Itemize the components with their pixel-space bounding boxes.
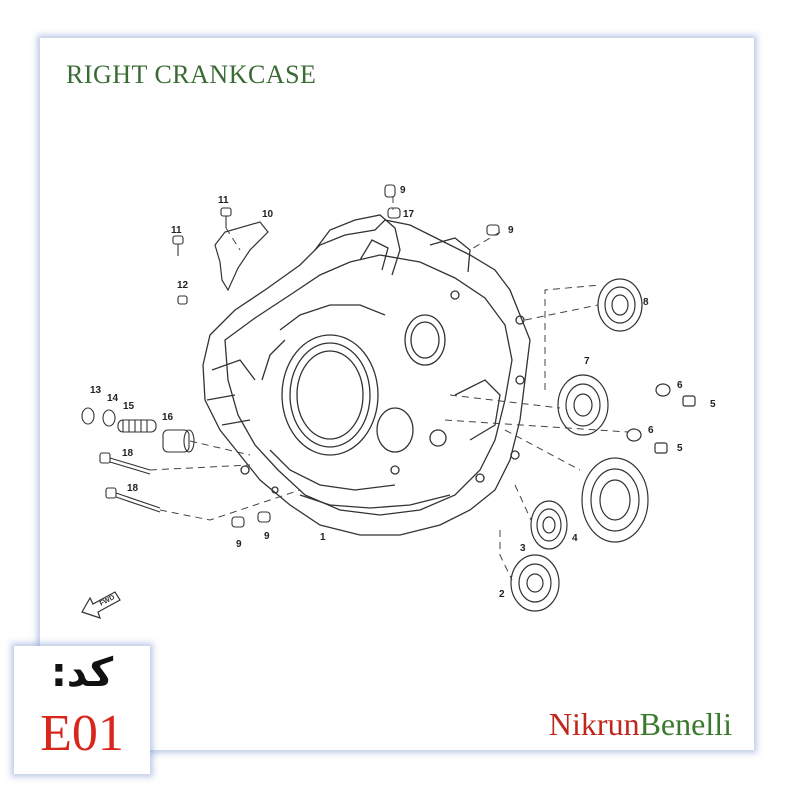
callout-12: 12 — [177, 280, 189, 291]
callout-14: 14 — [107, 393, 119, 404]
callout-9d: 9 — [264, 531, 270, 542]
callout-9a: 9 — [400, 185, 406, 196]
callout-9c: 9 — [236, 539, 242, 550]
callout-4: 4 — [572, 533, 578, 544]
crankcase-body — [202, 214, 531, 536]
callout-6a: 6 — [677, 380, 683, 391]
callout-18a: 18 — [122, 448, 134, 459]
callout-11b: 11 — [171, 225, 182, 236]
code-box: کد: E01 — [14, 646, 150, 774]
callout-11a: 11 — [218, 195, 229, 206]
callout-6b: 6 — [648, 425, 654, 436]
callout-5b: 5 — [677, 443, 683, 454]
forward-arrow-icon: FWD — [81, 591, 121, 619]
callout-7: 7 — [584, 356, 590, 367]
callout-9b: 9 — [508, 225, 514, 236]
small-bolts — [172, 184, 500, 528]
left-parts — [81, 407, 195, 513]
callout-2: 2 — [499, 589, 505, 600]
brand-name: NikrunBenelli — [549, 706, 732, 743]
brand-part-nikrun: Nikrun — [548, 706, 640, 742]
callout-3: 3 — [520, 543, 526, 554]
forward-arrow-label: FWD — [99, 594, 116, 608]
diagram-frame — [40, 38, 754, 750]
callout-5a: 5 — [710, 399, 716, 410]
callout-1: 1 — [320, 532, 326, 543]
callout-15: 15 — [123, 401, 135, 412]
code-label: کد: — [50, 650, 114, 696]
callout-16: 16 — [162, 412, 174, 423]
callout-17: 17 — [403, 209, 415, 220]
bearings — [510, 278, 696, 612]
code-value: E01 — [40, 705, 124, 762]
brand-part-benelli: Benelli — [639, 706, 732, 742]
bracket-part-10 — [214, 221, 269, 292]
callout-8: 8 — [643, 297, 649, 308]
callout-18b: 18 — [127, 483, 139, 494]
guide-lines — [149, 196, 629, 581]
callout-10: 10 — [262, 209, 274, 220]
diagram-title: RIGHT CRANKCASE — [66, 60, 317, 89]
callout-13: 13 — [90, 385, 102, 396]
